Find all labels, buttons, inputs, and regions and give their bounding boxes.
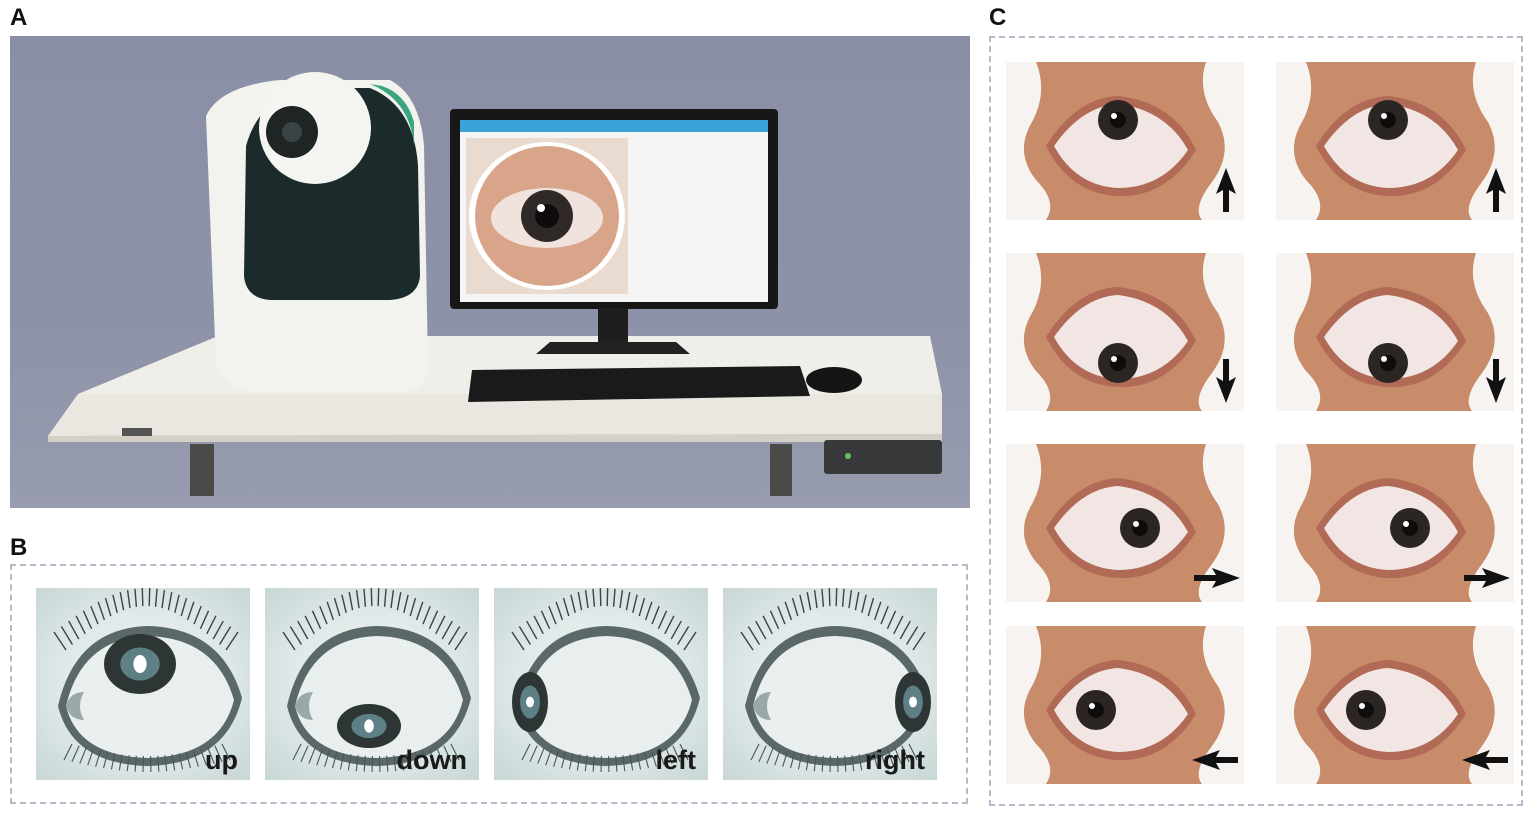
eye-photo-left-a xyxy=(1006,626,1244,784)
panel-c-frame xyxy=(989,36,1523,806)
gaze-label: left xyxy=(655,745,697,775)
screen-title-bar xyxy=(460,120,768,132)
arrow-left-icon xyxy=(1462,750,1508,770)
eye-illustration-up: up xyxy=(36,588,250,780)
sclera xyxy=(1054,668,1188,752)
gaze-label: down xyxy=(396,745,467,775)
panel-a-label: A xyxy=(10,4,28,31)
keyboard xyxy=(468,366,810,402)
gaze-label: right xyxy=(865,745,925,775)
sclera xyxy=(1324,104,1458,188)
arrow-down-icon xyxy=(1216,359,1236,403)
arrow-right-icon xyxy=(1464,568,1510,588)
gaze-label: up xyxy=(205,745,238,775)
eye-photo-right-b xyxy=(1276,444,1514,602)
mouse xyxy=(806,367,862,393)
table-leg-left xyxy=(190,444,214,496)
arrow-up-icon xyxy=(1486,168,1506,212)
device-illustration xyxy=(48,72,942,496)
eye-illustration-down: down xyxy=(265,588,479,780)
table-top xyxy=(48,394,942,436)
sclera xyxy=(1324,668,1458,752)
eye-photo-up-b xyxy=(1276,62,1514,220)
sclera xyxy=(1054,295,1188,379)
table-port xyxy=(122,428,152,436)
eye-photo-up-a xyxy=(1006,62,1244,220)
sclera xyxy=(1324,295,1458,379)
eye-photo-down-a xyxy=(1006,253,1244,411)
arrow-down-icon xyxy=(1486,359,1506,403)
arrow-right-icon xyxy=(1194,568,1240,588)
arrow-up-icon xyxy=(1216,168,1236,212)
panel-b-frame xyxy=(10,564,968,804)
panel-c-label: C xyxy=(989,4,1007,31)
eye-illustration-right: right xyxy=(723,588,937,780)
table-leg-right xyxy=(770,444,792,496)
device-photograph xyxy=(10,36,970,508)
panel-b-label: B xyxy=(10,534,28,561)
eye-photo-left-b xyxy=(1276,626,1514,784)
eye-illustration-left: left xyxy=(494,588,708,780)
arrow-left-icon xyxy=(1192,750,1238,770)
eye-photo-down-b xyxy=(1276,253,1514,411)
eye-photo-right-a xyxy=(1006,444,1244,602)
monitor-stand xyxy=(598,308,628,342)
monitor-base xyxy=(536,342,690,354)
control-box xyxy=(824,440,942,474)
sclera xyxy=(1054,104,1188,188)
